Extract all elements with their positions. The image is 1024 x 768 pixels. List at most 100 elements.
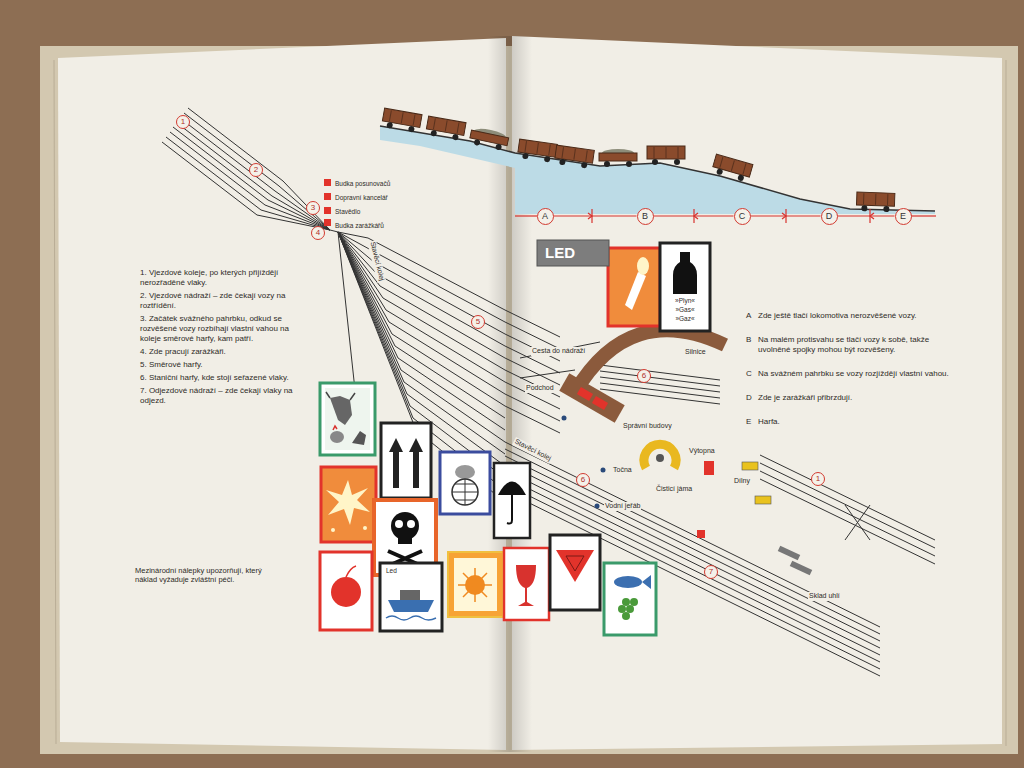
section-letter: A	[542, 212, 548, 221]
yard-buildings	[559, 373, 624, 422]
sticker-text: »Gas«	[668, 306, 702, 314]
section-note: Na svážném pahrbku se vozy rozjíždějí vl…	[758, 369, 963, 379]
sign-text: LED	[545, 244, 575, 263]
map-label: Podchod	[525, 384, 555, 393]
yard-buildings	[656, 454, 664, 462]
train-wagons	[711, 154, 753, 183]
map-label: Dílny	[733, 477, 751, 486]
sticker-bomb	[320, 552, 372, 630]
sticker-text: »Gaz«	[668, 315, 702, 323]
sticker-perishable	[626, 605, 634, 613]
station-tracks	[505, 470, 880, 655]
direction-harp-tracks	[338, 232, 560, 361]
train-wagons	[856, 192, 895, 212]
station-tracks	[600, 383, 720, 398]
map-label: Silnice	[684, 348, 707, 357]
station-tracks	[600, 371, 720, 386]
station-tracks	[505, 449, 880, 634]
sticker-animals	[352, 431, 366, 445]
booth-markers	[324, 179, 331, 226]
callout-text: 6	[581, 476, 585, 484]
sticker-ship	[380, 563, 442, 631]
entry-tracks	[162, 108, 338, 232]
yard-buildings	[592, 396, 608, 410]
booth-label: Budka posunovačů	[334, 180, 391, 188]
section-letter: C	[746, 369, 752, 379]
callout-text: 1	[181, 118, 185, 126]
sticker-torch	[608, 248, 660, 326]
sticker-this-way-up	[409, 438, 423, 488]
sticker-animals	[320, 383, 375, 455]
station-tracks	[760, 463, 935, 548]
sticker-ship	[400, 590, 420, 600]
train-wagons	[425, 116, 466, 141]
section-letter: B	[746, 335, 751, 345]
sticker-umbrella	[494, 463, 530, 538]
station-tracks	[505, 477, 880, 662]
track-label: Stavěcí kolej	[512, 437, 553, 464]
sticker-triangle	[550, 535, 600, 610]
callout-number: 6	[637, 369, 651, 383]
book	[512, 36, 1002, 750]
sticker-umbrella	[507, 495, 512, 524]
section-letter: D	[746, 393, 752, 403]
map-label: Výtopna	[688, 447, 716, 456]
legend-item: 7. Odjezdové nádraží – zde čekají vlaky …	[140, 386, 310, 406]
yard-buildings	[755, 496, 771, 504]
entry-tracks	[173, 127, 330, 230]
sticker-text: Led	[386, 567, 397, 575]
letter-marker: A	[537, 208, 554, 225]
yard-buildings	[742, 462, 758, 470]
ice-sign	[537, 240, 609, 266]
sticker-explosive	[326, 480, 370, 525]
sticker-animals	[320, 383, 375, 455]
sticker-triangle	[556, 550, 594, 582]
sticker-perishable	[630, 598, 638, 606]
yard-buildings	[595, 504, 600, 509]
yard-buildings	[778, 546, 800, 561]
callout-number: 5	[471, 315, 485, 329]
section-note: Zde je zarážkáři přibrzdují.	[758, 393, 963, 403]
sticker-basket	[452, 479, 478, 505]
profile-connector	[838, 215, 895, 216]
book	[40, 36, 1018, 754]
station-tracks	[505, 484, 880, 669]
station-tracks	[845, 505, 870, 540]
sticker-flammable	[448, 552, 503, 617]
callout-text: 1	[816, 475, 820, 483]
station-tracks	[505, 463, 880, 648]
sticker-glass	[516, 565, 536, 606]
station-tracks	[505, 491, 880, 676]
sticker-poison	[395, 520, 403, 528]
sticker-torch	[625, 272, 646, 310]
booth-markers	[324, 219, 331, 226]
direction-harp-tracks	[338, 232, 560, 337]
sticker-flammable	[448, 552, 503, 617]
entry-tracks	[330, 230, 338, 232]
legend-item: 6. Staniční harfy, kde stojí seřazené vl…	[140, 373, 310, 383]
section-letter: E	[746, 417, 751, 427]
sticker-bomb	[331, 577, 361, 607]
callout-number: 6	[576, 473, 590, 487]
sticker-bomb	[320, 552, 372, 630]
sticker-animals	[330, 396, 352, 425]
sticker-perishable	[622, 598, 630, 606]
sticker-flammable	[454, 558, 497, 611]
profile-line	[515, 215, 537, 216]
yard-buildings	[790, 561, 812, 576]
booth-markers	[324, 179, 331, 186]
sticker-ship	[380, 563, 442, 631]
sticker-ship	[386, 616, 436, 620]
booth-label: Budka zarážkářů	[334, 222, 385, 230]
callout-number: 7	[704, 565, 718, 579]
train-wagons	[517, 139, 557, 163]
booth-label: Stavědlo	[334, 208, 361, 216]
letter-marker: C	[734, 208, 751, 225]
profile-connector	[751, 215, 821, 216]
train-wagons	[469, 126, 510, 152]
sticker-poison	[398, 536, 412, 544]
sticker-animals	[330, 431, 344, 443]
map-label: Cesta do nádraží	[531, 347, 586, 356]
sticker-triangle	[550, 535, 600, 610]
legend-item: 5. Směrové harfy.	[140, 360, 310, 370]
